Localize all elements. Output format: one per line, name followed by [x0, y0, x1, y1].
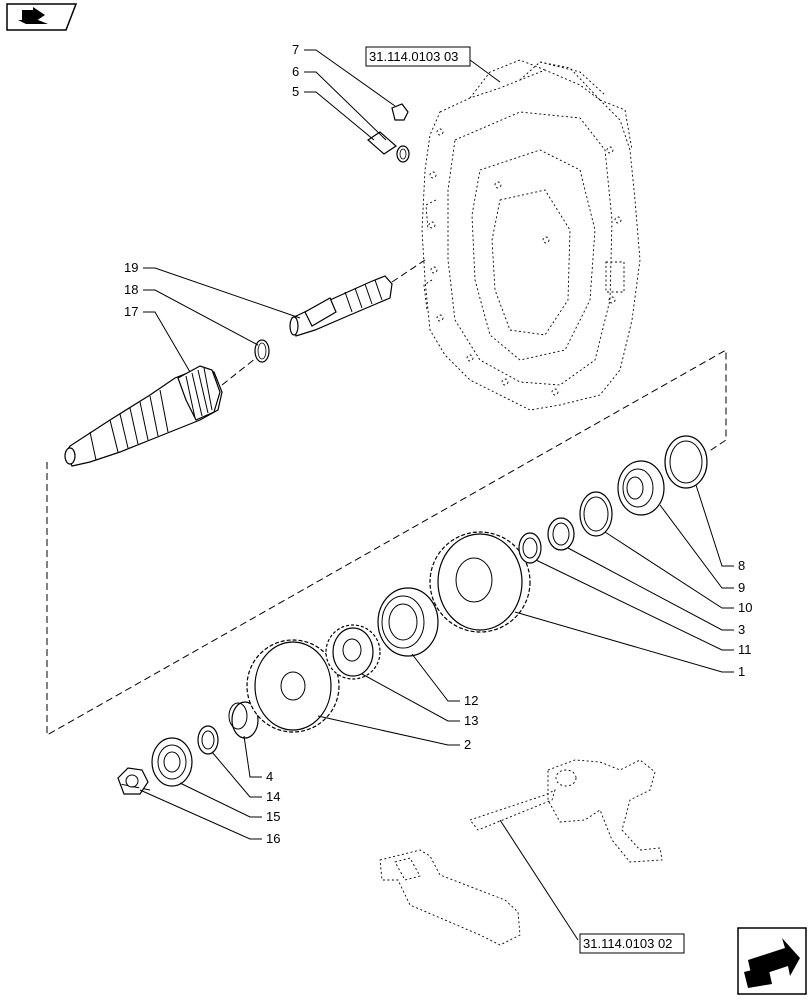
top-nav-button[interactable]: [6, 3, 78, 31]
callout-6: 6: [292, 64, 299, 79]
washer-3: [547, 517, 575, 551]
next-page-button[interactable]: [737, 927, 807, 995]
callout-2: 2: [464, 737, 471, 752]
callout-7: 7: [292, 42, 299, 57]
fork-reference-link[interactable]: 31.114.0103 02: [579, 933, 685, 954]
housing-reference-text: 31.114.0103 03: [369, 49, 458, 64]
housing-phantom: [421, 59, 641, 411]
callout-18: 18: [124, 282, 138, 297]
snap-ring-10: [579, 491, 613, 537]
book-arrow-icon: [18, 7, 48, 24]
callout-labels: 7 6 5 19 18 17 8 9 10 3 11 1 12 13 2 4 1…: [124, 42, 752, 846]
fork-reference-text: 31.114.0103 02: [583, 936, 672, 951]
callout-10: 10: [738, 600, 752, 615]
shift-fork-phantom: [379, 759, 663, 946]
callout-4: 4: [266, 769, 273, 784]
bearing-9: [617, 460, 665, 516]
callout-14: 14: [266, 789, 280, 804]
shaft-17: [64, 365, 223, 467]
seal-8: [664, 435, 708, 489]
gear-1: [429, 531, 531, 633]
callout-17: 17: [124, 304, 138, 319]
callout-8: 8: [738, 558, 745, 573]
shaft-19: [289, 275, 393, 337]
callout-5: 5: [292, 84, 299, 99]
gear-13: [325, 624, 381, 680]
bearing-15: [151, 737, 193, 787]
leader-lines: [139, 49, 734, 941]
washer-11: [518, 532, 542, 564]
washer-14: [197, 725, 219, 755]
callout-15: 15: [266, 809, 280, 824]
gear-2: [246, 639, 340, 733]
callout-16: 16: [266, 831, 280, 846]
spacer-4: [228, 701, 259, 739]
ring-18: [254, 339, 270, 363]
next-page-arrow-icon: [744, 938, 800, 988]
nut-16: [117, 767, 149, 795]
callout-1: 1: [738, 664, 745, 679]
housing-reference-link[interactable]: 31.114.0103 03: [365, 46, 471, 67]
sleeve-12: [377, 587, 439, 657]
fitting-5-6: [367, 131, 410, 163]
callout-9: 9: [738, 580, 745, 595]
callout-3: 3: [738, 622, 745, 637]
callout-12: 12: [464, 693, 478, 708]
cap-7: [391, 103, 409, 121]
callout-13: 13: [464, 713, 478, 728]
callout-11: 11: [738, 642, 752, 657]
assembly-frame: [46, 349, 727, 736]
callout-19: 19: [124, 260, 138, 275]
